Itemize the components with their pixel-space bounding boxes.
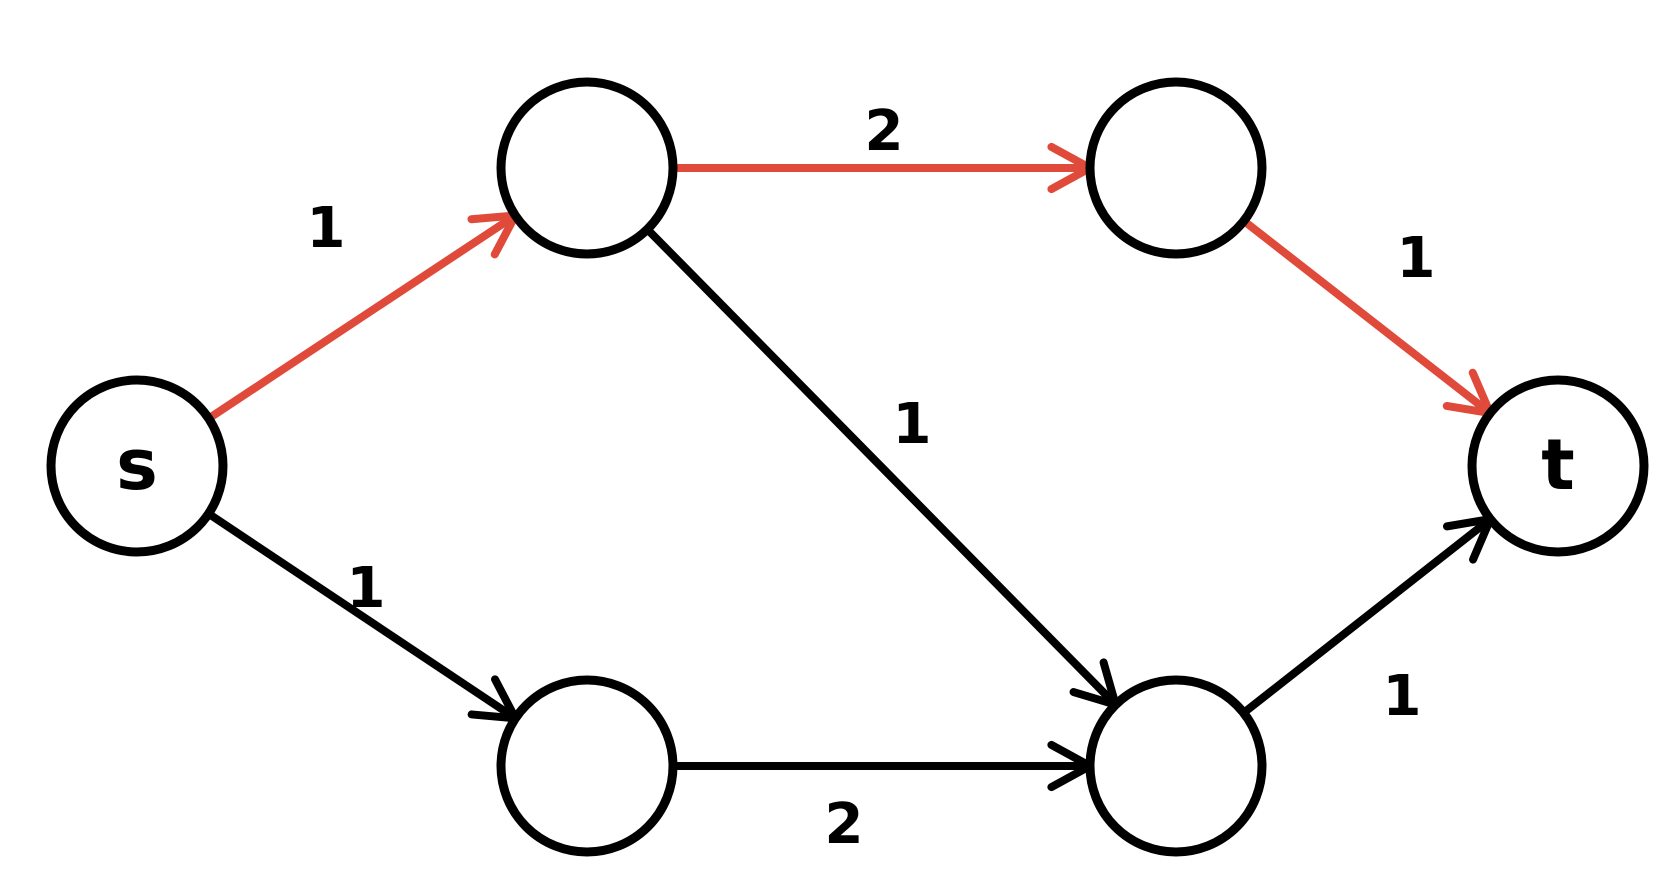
edge-b-d [669, 740, 1094, 792]
node-circle-d [1085, 675, 1267, 857]
edge-line-d-t [1239, 515, 1495, 717]
edge-labels-layer: 1 1 2 1 2 1 1 [307, 99, 1436, 857]
edge-a-d [643, 225, 1120, 709]
node-circle-a [496, 77, 678, 259]
edge-line-s-a [204, 211, 520, 423]
node-d [1085, 675, 1267, 857]
edge-weight-s-a: 1 [307, 196, 346, 261]
edge-s-a [204, 211, 520, 423]
node-circle-t [1467, 375, 1649, 557]
edge-weight-b-d: 2 [825, 792, 864, 857]
node-b [496, 675, 678, 857]
edge-weight-d-t: 1 [1383, 664, 1422, 729]
edge-line-a-d [643, 225, 1120, 709]
arrowhead-icon [467, 675, 520, 723]
node-t: t [1467, 375, 1649, 557]
arrowhead-icon [467, 211, 520, 259]
node-label-s: s [116, 424, 158, 506]
node-label-t: t [1541, 424, 1574, 506]
node-circle-c [1085, 77, 1267, 259]
edge-weight-s-b: 1 [347, 556, 386, 621]
edge-d-t [1239, 515, 1495, 717]
edge-weight-c-t: 1 [1397, 226, 1436, 291]
node-circle-s [46, 375, 228, 557]
edge-weight-a-d: 1 [893, 392, 932, 457]
edge-line-s-b [204, 509, 520, 723]
node-circle-b [496, 675, 678, 857]
node-s: s [46, 375, 228, 557]
edge-c-t [1239, 216, 1495, 418]
edge-line-c-t [1239, 216, 1495, 418]
node-c [1085, 77, 1267, 259]
edge-weight-a-c: 2 [865, 99, 904, 164]
node-a [496, 77, 678, 259]
edges-layer [204, 142, 1495, 792]
